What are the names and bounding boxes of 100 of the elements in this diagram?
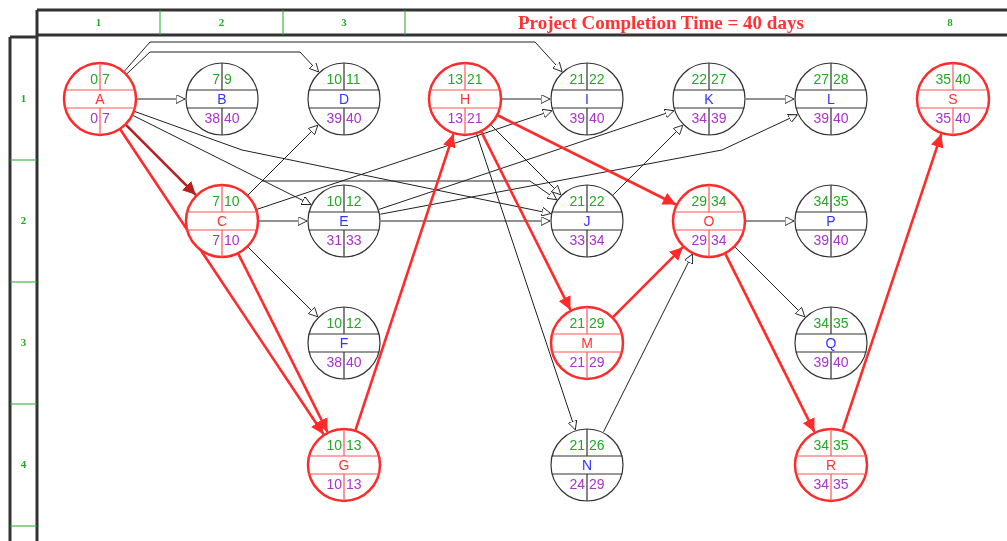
late-time: 33 bbox=[569, 232, 585, 248]
arrow bbox=[501, 94, 551, 104]
early-time: 35 bbox=[935, 71, 951, 87]
early-time: 10 bbox=[326, 315, 342, 331]
early-time: 27 bbox=[711, 71, 727, 87]
late-time: 40 bbox=[833, 232, 849, 248]
activity-name: M bbox=[580, 335, 594, 351]
activity-node bbox=[672, 184, 746, 258]
late-time: 31 bbox=[326, 232, 342, 248]
arrow bbox=[612, 124, 684, 196]
activity-name: J bbox=[582, 213, 592, 229]
late-time: 7 bbox=[102, 110, 110, 126]
early-time: 21 bbox=[569, 437, 585, 453]
early-time: 26 bbox=[589, 437, 605, 453]
activity-node bbox=[794, 428, 868, 502]
early-time: 34 bbox=[813, 437, 829, 453]
late-time: 29 bbox=[691, 232, 707, 248]
activity-node bbox=[672, 62, 746, 136]
activity-name: R bbox=[824, 457, 838, 473]
row-number: 4 bbox=[19, 458, 28, 470]
arrow bbox=[380, 216, 551, 226]
early-time: 35 bbox=[833, 315, 849, 331]
arrow bbox=[237, 253, 329, 433]
activity-name: S bbox=[947, 91, 959, 107]
early-time: 12 bbox=[346, 315, 362, 331]
late-time: 33 bbox=[346, 232, 362, 248]
early-time: 40 bbox=[955, 71, 971, 87]
activity-name: I bbox=[584, 91, 590, 107]
early-time: 21 bbox=[569, 71, 585, 87]
activity-name: P bbox=[825, 213, 837, 229]
activity-node bbox=[185, 62, 259, 136]
arrow bbox=[745, 94, 795, 104]
activity-name: O bbox=[702, 213, 716, 229]
late-time: 24 bbox=[569, 476, 585, 492]
late-time: 13 bbox=[447, 110, 463, 126]
early-time: 22 bbox=[589, 71, 605, 87]
early-time: 0 bbox=[90, 71, 98, 87]
arrow bbox=[134, 111, 552, 217]
late-time: 40 bbox=[833, 110, 849, 126]
late-time: 13 bbox=[346, 476, 362, 492]
early-time: 12 bbox=[346, 193, 362, 209]
activity-node bbox=[185, 184, 259, 258]
arrow bbox=[497, 114, 677, 206]
title: Project Completion Time = 40 days bbox=[518, 12, 804, 34]
late-time: 39 bbox=[326, 110, 342, 126]
activity-name: E bbox=[338, 213, 350, 229]
late-time: 39 bbox=[813, 232, 829, 248]
activity-node bbox=[428, 62, 502, 136]
late-time: 35 bbox=[935, 110, 951, 126]
activity-name: C bbox=[215, 213, 229, 229]
early-time: 35 bbox=[833, 437, 849, 453]
late-time: 39 bbox=[711, 110, 727, 126]
late-time: 29 bbox=[589, 476, 605, 492]
late-time: 40 bbox=[224, 110, 240, 126]
early-time: 34 bbox=[711, 193, 727, 209]
early-time: 34 bbox=[813, 193, 829, 209]
row-number: 2 bbox=[19, 214, 28, 226]
early-time: 27 bbox=[813, 71, 829, 87]
column-number: 3 bbox=[340, 16, 348, 28]
late-time: 40 bbox=[955, 110, 971, 126]
early-time: 21 bbox=[467, 71, 483, 87]
early-time: 34 bbox=[813, 315, 829, 331]
early-time: 7 bbox=[212, 71, 220, 87]
column-number: 8 bbox=[946, 16, 954, 28]
arrow bbox=[126, 51, 320, 75]
late-time: 39 bbox=[813, 354, 829, 370]
arrow bbox=[136, 94, 186, 104]
late-time: 10 bbox=[326, 476, 342, 492]
arrow bbox=[841, 133, 944, 431]
early-time: 7 bbox=[212, 193, 220, 209]
early-time: 28 bbox=[833, 71, 849, 87]
arrow bbox=[119, 129, 325, 435]
late-time: 34 bbox=[691, 110, 707, 126]
late-time: 34 bbox=[589, 232, 605, 248]
column-number: 2 bbox=[217, 16, 226, 28]
activity-name: F bbox=[338, 335, 350, 351]
arrow bbox=[476, 133, 578, 431]
late-time: 0 bbox=[90, 110, 98, 126]
arrow bbox=[480, 131, 572, 311]
arrow bbox=[612, 246, 684, 318]
arrow bbox=[258, 216, 308, 226]
row-number: 1 bbox=[19, 92, 28, 104]
activity-node bbox=[550, 306, 624, 380]
arrow bbox=[256, 108, 553, 210]
row-number: 3 bbox=[19, 336, 28, 348]
arrow bbox=[724, 253, 816, 433]
activity-name: K bbox=[703, 91, 715, 107]
late-time: 40 bbox=[833, 354, 849, 370]
activity-node bbox=[794, 184, 868, 258]
early-time: 11 bbox=[346, 71, 361, 87]
arrow bbox=[734, 246, 806, 318]
arrow bbox=[490, 124, 562, 196]
early-time: 29 bbox=[691, 193, 707, 209]
early-time: 22 bbox=[589, 193, 605, 209]
early-time: 10 bbox=[326, 71, 342, 87]
late-time: 29 bbox=[589, 354, 605, 370]
early-time: 7 bbox=[102, 71, 110, 87]
arrow bbox=[125, 124, 197, 196]
early-time: 9 bbox=[224, 71, 232, 87]
arrow bbox=[123, 41, 563, 73]
